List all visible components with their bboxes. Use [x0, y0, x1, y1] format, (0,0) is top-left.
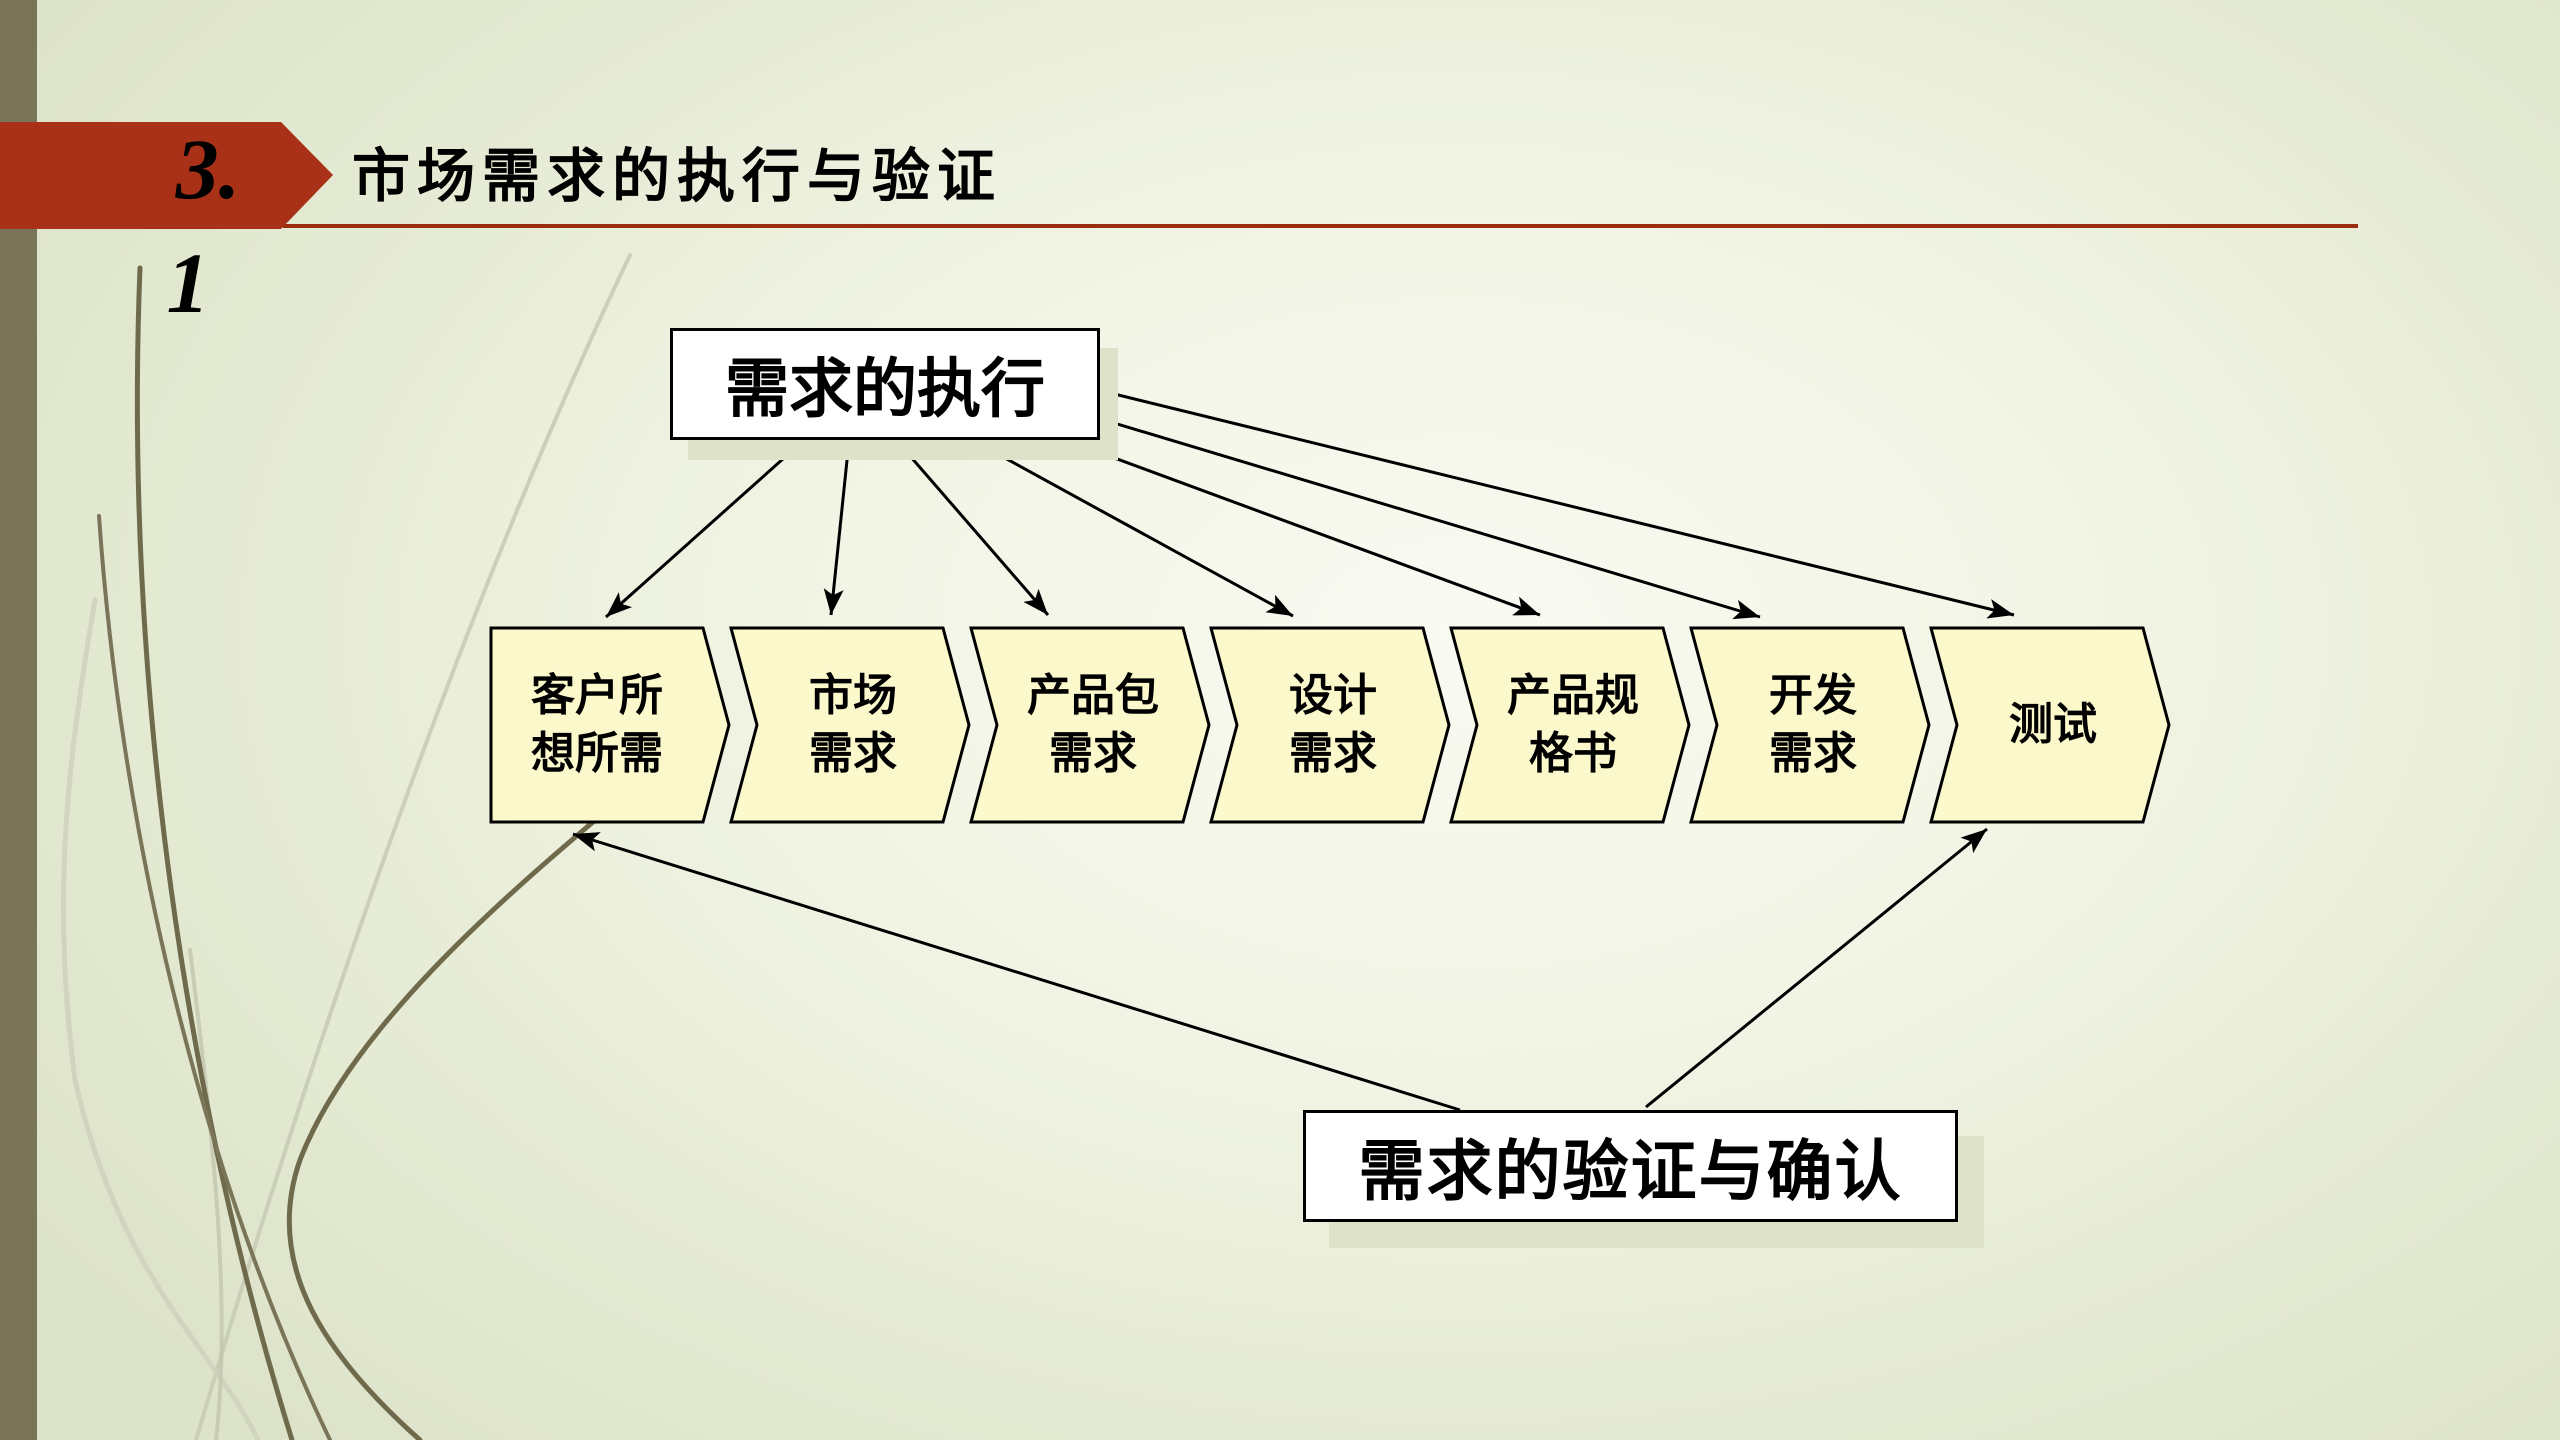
grass-curve [97, 514, 332, 1440]
section-number-bottom: 1 [166, 235, 210, 331]
verification-box-label: 需求的验证与确认 [1358, 1136, 1903, 1209]
verification-arrows [572, 827, 1988, 1112]
arrow-verif-to-test [1645, 827, 1988, 1109]
grass-curve [188, 948, 224, 1440]
chevron-label-dev-req: 开发 需求 [1769, 670, 1857, 778]
title-underline [283, 224, 2358, 228]
chevron-label-design-req: 设计 需求 [1289, 670, 1377, 778]
sidebar-accent-bar [0, 0, 37, 1440]
arrow-exec-to-dev-req [1093, 415, 1761, 620]
chevron-label-customer-needs: 客户所 想所需 [531, 670, 663, 778]
chevron-shape-market-req[interactable] [729, 626, 971, 824]
chevron-label-market-req: 市场 需求 [809, 670, 897, 778]
grass-decoration [61, 253, 632, 1440]
section-banner-arrow [0, 122, 333, 229]
grass-curve [286, 803, 615, 1440]
verification-box[interactable]: 需求的验证与确认 [1303, 1110, 1958, 1222]
arrow-exec-to-product-spec [1062, 437, 1541, 617]
arrow-verif-to-customer-needs [572, 832, 1461, 1112]
grass-curve [134, 265, 295, 1440]
arrow-exec-to-market-req [823, 440, 851, 616]
arrow-exec-to-test [1093, 387, 2015, 619]
chevron-shape-customer-needs[interactable] [489, 626, 731, 824]
arrow-exec-to-design-req [973, 439, 1294, 618]
slide-title: 市场需求的执行与验证 [352, 144, 1003, 209]
execution-box-label: 需求的执行 [725, 354, 1045, 425]
chevron-shape-design-req[interactable] [1209, 626, 1451, 824]
arrow-exec-to-customer-needs [605, 439, 804, 619]
execution-box[interactable]: 需求的执行 [670, 328, 1100, 440]
arrow-exec-to-product-pkg-req [895, 440, 1050, 616]
grass-curve [61, 597, 261, 1440]
chevron-shape-test[interactable] [1929, 626, 2171, 824]
chevron-label-product-pkg-req: 产品包 需求 [1027, 670, 1159, 778]
execution-arrows [605, 387, 2015, 620]
chevron-label-test: 测试 [2009, 699, 2097, 749]
chevron-shape-dev-req[interactable] [1689, 626, 1931, 824]
chevron-label-product-spec: 产品规 格书 [1507, 670, 1639, 778]
chevron-shape-product-pkg-req[interactable] [969, 626, 1211, 824]
section-number-top: 3. [175, 121, 241, 217]
chevron-shape-product-spec[interactable] [1449, 626, 1691, 824]
